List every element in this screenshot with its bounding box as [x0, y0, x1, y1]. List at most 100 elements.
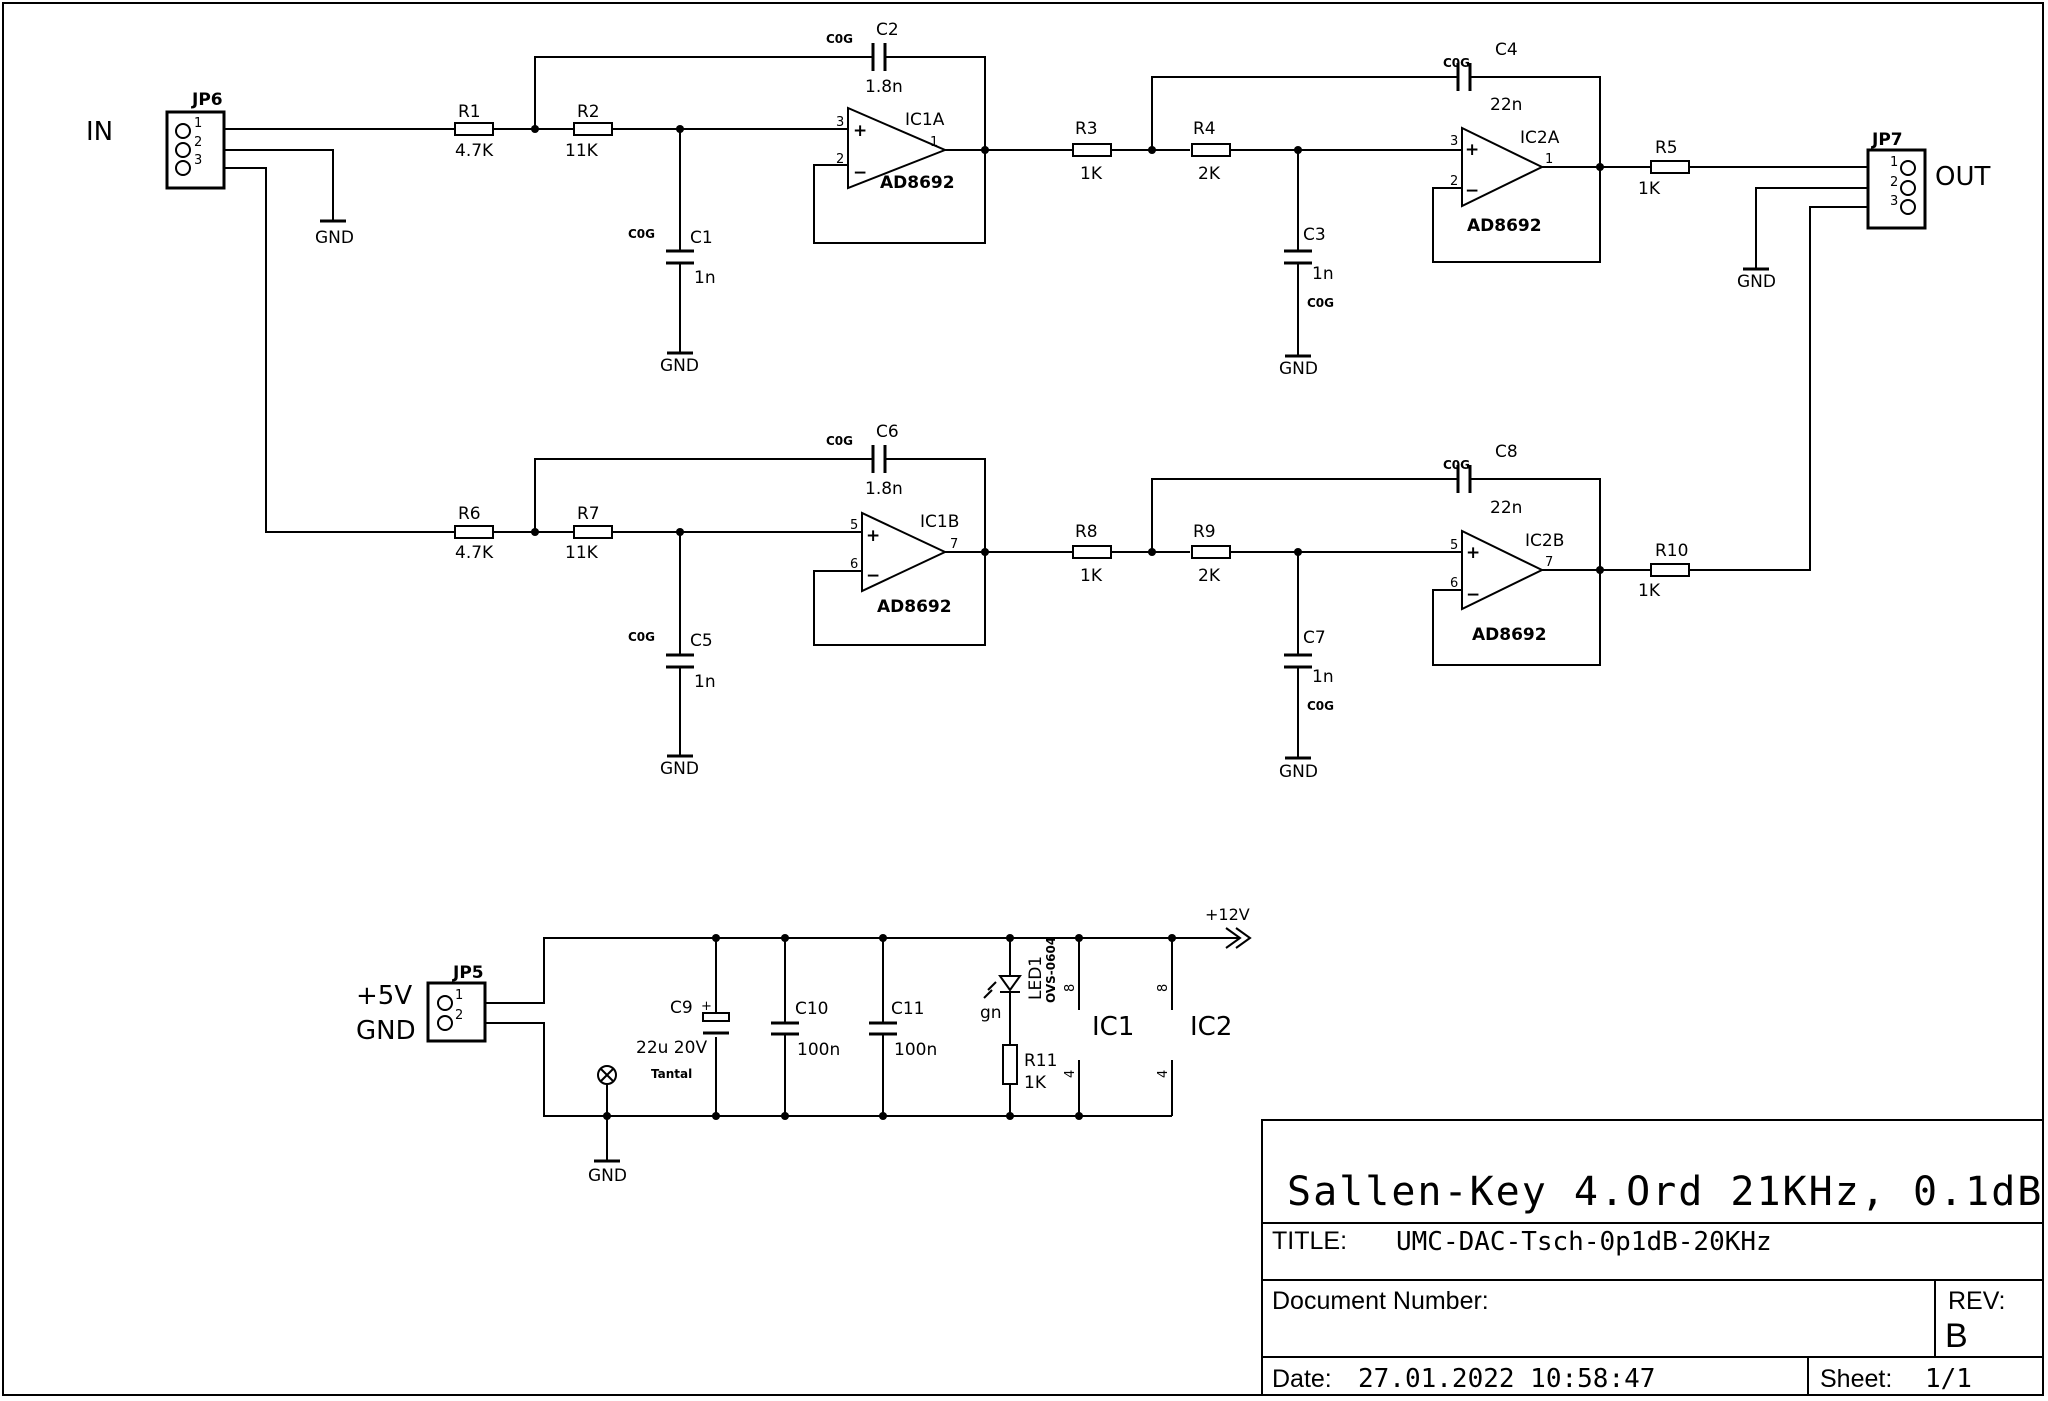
- c8-package: C0G: [1443, 458, 1470, 472]
- resistor-r4: R4 2K: [1191, 119, 1231, 184]
- title-block: Sallen-Key 4.Ord 21KHz, 0.1dB TITLE: UMC…: [1261, 1119, 2044, 1396]
- gnd-label: GND: [1279, 359, 1318, 379]
- gnd-label: GND: [315, 228, 354, 248]
- resistor-r5: R5 1K: [1638, 138, 1690, 199]
- c1-package: C0G: [628, 227, 655, 241]
- title-heading: Sallen-Key 4.Ord 21KHz, 0.1dB: [1287, 1169, 2043, 1215]
- jp6-pin-1: 1: [194, 116, 202, 131]
- date-label: Date:: [1272, 1365, 1332, 1393]
- jp5-pin-2: 2: [455, 1008, 463, 1023]
- c3-package: C0G: [1307, 296, 1334, 310]
- date-value: 27.01.2022 10:58:47: [1358, 1364, 1655, 1394]
- c10-name: C10: [795, 999, 829, 1019]
- opamp-ic2a: + − 3 2 1 IC2A AD8692: [1435, 126, 1560, 236]
- gnd-label: GND: [660, 759, 699, 779]
- capacitor-c6: C6 1.8n C0G: [826, 422, 903, 499]
- capacitor-c9: + C9 22u 20V Tantal: [636, 998, 730, 1081]
- r10-value: 1K: [1638, 581, 1661, 601]
- top-junctions: [531, 125, 1604, 171]
- r4-name: R4: [1193, 119, 1216, 139]
- title-label: TITLE:: [1272, 1227, 1347, 1255]
- gnd-symbol: GND: [1279, 756, 1318, 782]
- rail-12v-label: +12V: [1205, 905, 1250, 924]
- ic2b-name: IC2B: [1525, 531, 1564, 551]
- ic2-name: IC2: [1190, 1012, 1232, 1042]
- capacitor-c11: C11 100n: [869, 999, 937, 1060]
- c9-value: 22u 20V: [636, 1038, 707, 1058]
- r9-value: 2K: [1198, 566, 1221, 586]
- sheet-label: Sheet:: [1820, 1365, 1892, 1393]
- c10-value: 100n: [797, 1040, 840, 1060]
- ic1b-part: AD8692: [877, 597, 952, 617]
- c2-value: 1.8n: [865, 77, 903, 97]
- ic1a-pin-out: 1: [930, 135, 938, 150]
- jp6-pin-2: 2: [194, 135, 202, 150]
- r3-name: R3: [1075, 119, 1098, 139]
- opamp-ic1b: + − 5 6 7 IC1B AD8692: [850, 511, 959, 617]
- c9-polarity: +: [701, 999, 712, 1014]
- c1-name: C1: [690, 228, 713, 248]
- rev-label: REV:: [1948, 1287, 2005, 1315]
- ic1-pin-top: 8: [1063, 984, 1078, 992]
- c6-name: C6: [876, 422, 899, 442]
- ic2a-plus: +: [1465, 140, 1479, 160]
- c9-name: C9: [670, 998, 693, 1018]
- led1-name: LED1: [1026, 956, 1046, 1000]
- ic1b-pin-minus: 6: [850, 557, 858, 572]
- c5-value: 1n: [694, 672, 716, 692]
- gnd-symbol: GND: [660, 351, 699, 376]
- gnd-label: GND: [1279, 762, 1318, 782]
- out-label: OUT: [1935, 162, 1990, 192]
- c5-name: C5: [690, 631, 713, 651]
- r1-name: R1: [458, 102, 481, 122]
- c7-name: C7: [1303, 628, 1326, 648]
- capacitor-c3: C3 1n C0G: [1284, 225, 1334, 310]
- ic2a-part: AD8692: [1467, 216, 1542, 236]
- ic2b-part: AD8692: [1472, 625, 1547, 645]
- ic2a-pin-plus: 3: [1450, 134, 1458, 149]
- c2-package: C0G: [826, 32, 853, 46]
- c4-value: 22n: [1490, 95, 1522, 115]
- capacitor-c7: C7 1n C0G: [1284, 628, 1334, 713]
- ground-marker: [597, 1065, 617, 1116]
- r10-name: R10: [1655, 541, 1688, 561]
- gnd-symbol: GND: [1737, 267, 1776, 292]
- connector-jp5: +5V GND JP5 1 2: [356, 963, 487, 1046]
- gnd-symbol: GND: [1279, 354, 1318, 379]
- ic1b-plus: +: [866, 526, 880, 546]
- ic1a-plus: +: [853, 121, 867, 141]
- jp7-name: JP7: [1871, 130, 1903, 150]
- resistor-r8: R8 1K: [1072, 522, 1112, 586]
- c6-package: C0G: [826, 434, 853, 448]
- ic2b-minus: −: [1466, 585, 1480, 605]
- ic1a-pin-minus: 2: [836, 152, 844, 167]
- c7-package: C0G: [1307, 699, 1334, 713]
- capacitor-c8: C8 22n C0G: [1443, 442, 1522, 518]
- title-value: UMC-DAC-Tsch-0p1dB-20KHz: [1396, 1227, 1772, 1257]
- capacitor-c5: C5 1n C0G: [628, 630, 716, 692]
- c6-value: 1.8n: [865, 479, 903, 499]
- connector-jp6: IN JP6 1 2 3: [86, 90, 226, 190]
- c3-name: C3: [1303, 225, 1326, 245]
- r7-value: 11K: [565, 543, 599, 563]
- rail-12v: +12V: [1205, 905, 1252, 949]
- r9-name: R9: [1193, 522, 1216, 542]
- r6-name: R6: [458, 504, 481, 524]
- gnd-label: GND: [588, 1166, 627, 1186]
- r8-name: R8: [1075, 522, 1098, 542]
- c4-name: C4: [1495, 40, 1518, 60]
- power-wires: [485, 937, 1232, 1150]
- led-led1: gn LED1 OVS-0604: [980, 937, 1058, 1023]
- c5-package: C0G: [628, 630, 655, 644]
- resistor-r6: R6 4.7K: [454, 504, 494, 563]
- jp7-pin-3: 3: [1890, 194, 1898, 209]
- ic1b-pin-plus: 5: [850, 518, 858, 533]
- in-label: IN: [86, 117, 113, 147]
- bottom-channel-wires: [493, 458, 1651, 757]
- r3-value: 1K: [1080, 164, 1103, 184]
- ic1b-pin-out: 7: [950, 537, 958, 552]
- capacitor-c2: C2 1.8n C0G: [826, 20, 903, 97]
- r1-value: 4.7K: [455, 141, 494, 161]
- c11-value: 100n: [894, 1040, 937, 1060]
